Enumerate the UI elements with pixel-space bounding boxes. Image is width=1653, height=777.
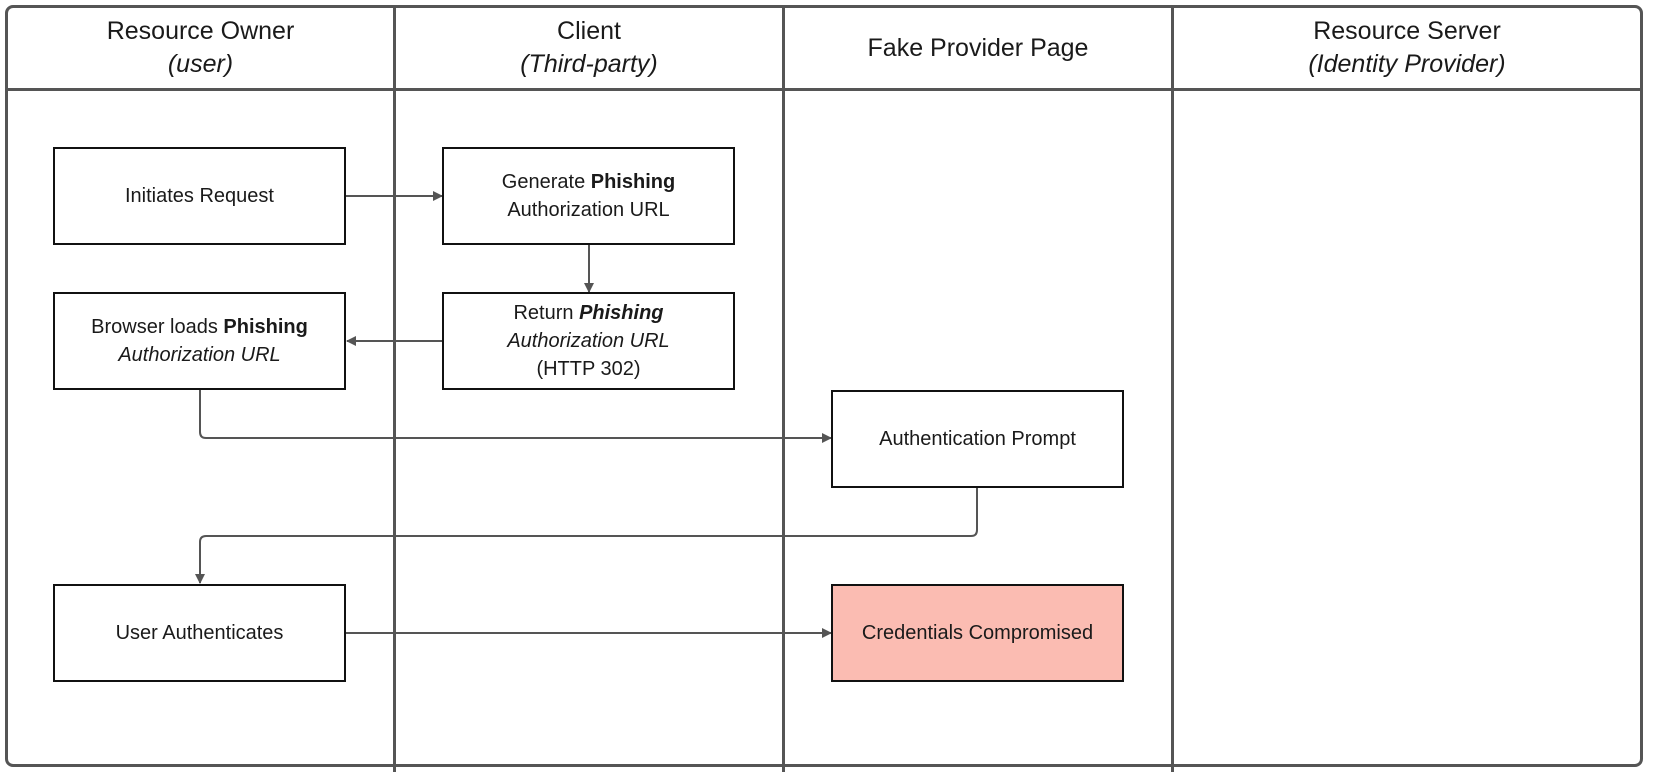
lane-header-resource-server: Resource Server (Identity Provider) (1174, 8, 1640, 88)
lane-header-resource-owner: Resource Owner (user) (8, 8, 393, 88)
node-label-prefix: Generate (501, 171, 591, 193)
return-phishing-url-box: Return Phishing Authorization URL (HTTP … (442, 292, 735, 390)
header-divider (5, 88, 1643, 91)
arrow-prompt-to-user-auth (195, 488, 978, 584)
node-label: Initiates Request (125, 185, 274, 207)
node-label-line3: (HTTP 302) (536, 358, 641, 380)
lane-divider (1171, 5, 1174, 772)
lane-subtitle: (Identity Provider) (1308, 50, 1506, 78)
credentials-compromised-box: Credentials Compromised (831, 584, 1124, 682)
lane-subtitle: (Third-party) (520, 50, 658, 78)
node-label-emphasis: Phishing (223, 316, 308, 338)
node-label-line2: Authorization URL (507, 330, 670, 352)
lane-header-fake-provider: Fake Provider Page (785, 8, 1171, 88)
node-label-line2: Authorization URL (118, 344, 281, 366)
node-label-prefix: Browser loads (91, 316, 224, 338)
node-label-line2: Authorization URL (507, 199, 670, 221)
swimlane-frame (5, 5, 1643, 767)
generate-phishing-url-box: Generate Phishing Authorization URL (442, 147, 735, 245)
node-label: User Authenticates (115, 622, 284, 644)
arrow-browser-to-prompt (199, 390, 832, 443)
user-authenticates-box: User Authenticates (53, 584, 346, 682)
lane-title: Client (557, 17, 621, 45)
node-label: Credentials Compromised (861, 622, 1094, 644)
node-label-emphasis: Phishing (579, 302, 664, 324)
lane-divider (393, 5, 396, 772)
node-label-emphasis: Phishing (590, 171, 676, 193)
authentication-prompt-box: Authentication Prompt (831, 390, 1124, 488)
lane-header-client: Client (Third-party) (396, 8, 782, 88)
node-label: Authentication Prompt (879, 428, 1076, 450)
initiates-request-box: Initiates Request (53, 147, 346, 245)
lane-title: Resource Server (1313, 17, 1501, 45)
node-label-prefix: Return (513, 302, 580, 324)
browser-loads-url-box: Browser loads Phishing Authorization URL (53, 292, 346, 390)
lane-subtitle: (user) (167, 50, 234, 78)
lane-divider (782, 5, 785, 772)
lane-title: Fake Provider Page (867, 33, 1089, 62)
lane-title: Resource Owner (106, 17, 295, 45)
